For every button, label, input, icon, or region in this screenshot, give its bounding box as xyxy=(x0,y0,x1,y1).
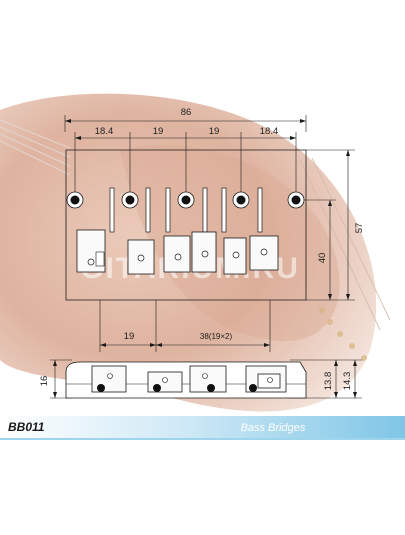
string-anchor-5 xyxy=(287,191,305,209)
dim-side-height-1: 13.8 xyxy=(323,372,334,391)
dim-side-height-2: 14.3 xyxy=(342,372,353,391)
dim-overall-width: 86 xyxy=(181,107,192,118)
dim-spacing-4: 18.4 xyxy=(260,126,279,137)
saddle-6 xyxy=(249,235,279,271)
saddle-4 xyxy=(191,231,217,273)
footer-banner: BB011 Bass Bridges xyxy=(0,416,405,440)
saddle-3 xyxy=(163,235,191,273)
string-anchor-1 xyxy=(66,191,84,209)
saddle-5 xyxy=(223,237,247,275)
saddle-2 xyxy=(127,239,155,275)
saddle-1 xyxy=(76,229,106,273)
string-anchor-4 xyxy=(232,191,250,209)
dim-spacing-3: 19 xyxy=(209,126,220,137)
dim-bottom-span: 38(19×2) xyxy=(200,332,233,341)
bridge-side-view: 16 13.8 14.3 xyxy=(39,359,362,399)
dim-height-total: 57 xyxy=(354,223,365,234)
dim-bottom-offset: 19 xyxy=(124,331,135,342)
dim-side-height: 16 xyxy=(39,376,50,387)
model-code: BB011 xyxy=(8,420,45,434)
bridge-top-view xyxy=(65,149,307,301)
dim-spacing-2: 19 xyxy=(153,126,164,137)
dim-height-inner: 40 xyxy=(317,253,328,264)
string-anchor-3 xyxy=(177,191,195,209)
dim-spacing-1: 18.4 xyxy=(95,126,114,137)
category-label: Bass Bridges xyxy=(241,422,306,434)
intonation-springs xyxy=(109,187,263,233)
string-anchor-2 xyxy=(121,191,139,209)
top-dimension-lines xyxy=(64,115,355,352)
dimension-arrowheads xyxy=(65,119,350,347)
